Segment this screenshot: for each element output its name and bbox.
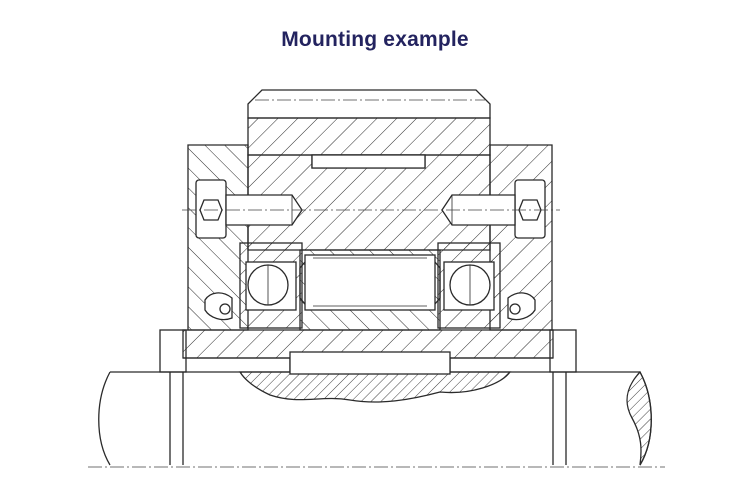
left-bolt — [195, 179, 303, 239]
right-bearing — [437, 242, 501, 329]
sprag-region — [299, 249, 441, 331]
shaft-key — [238, 351, 512, 403]
diagram-title: Mounting example — [281, 28, 469, 51]
left-bearing — [239, 242, 303, 329]
right-circlip — [507, 292, 536, 321]
cam-body — [247, 154, 491, 251]
left-circlip — [204, 292, 233, 321]
